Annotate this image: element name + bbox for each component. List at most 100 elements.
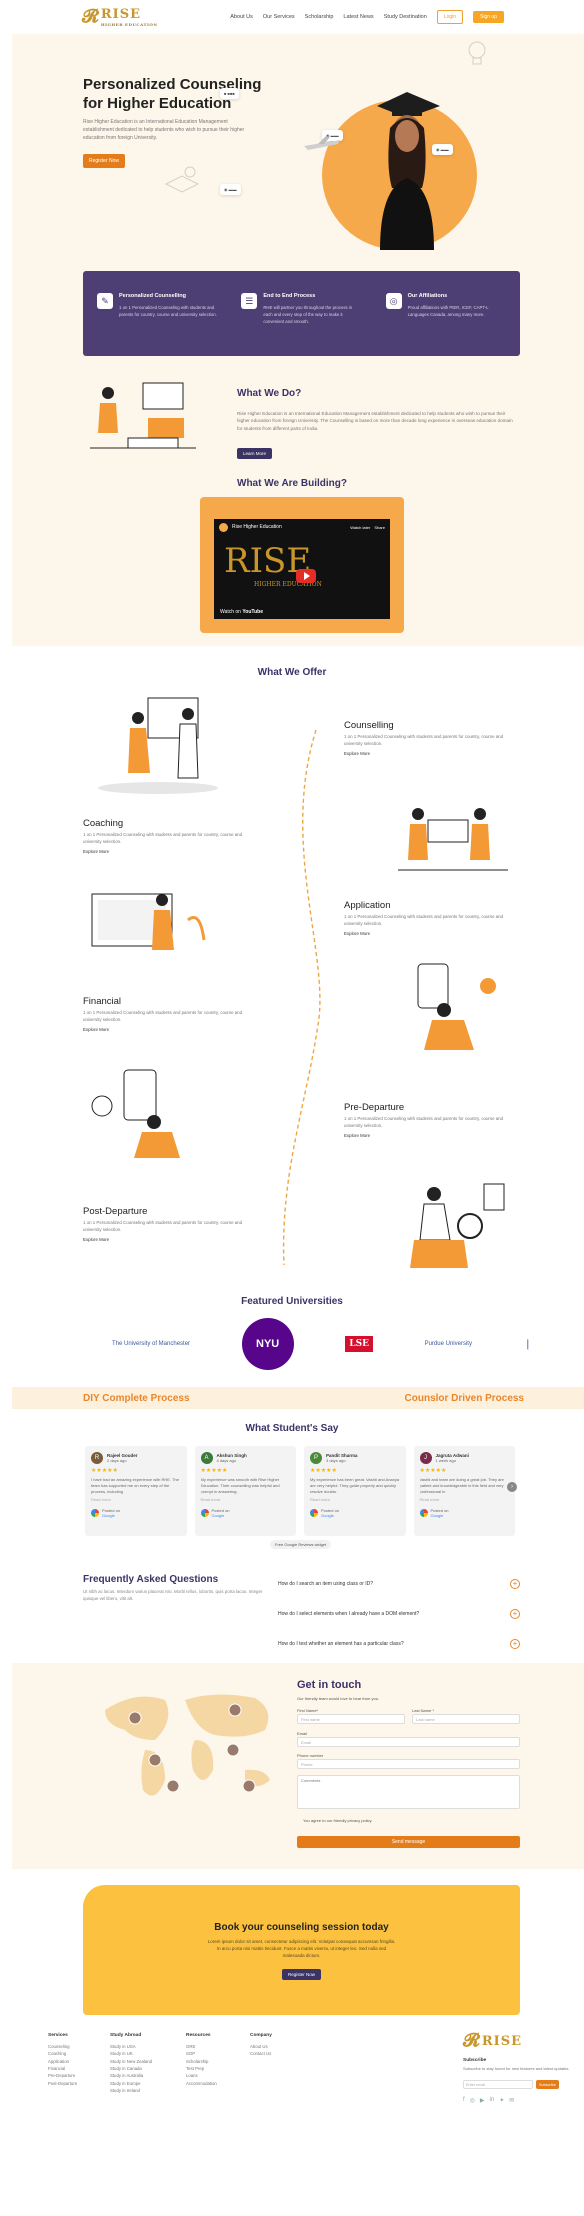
read-more-link[interactable]: Read more bbox=[310, 1497, 330, 1502]
footer-link[interactable]: Accommodation bbox=[186, 2080, 217, 2086]
carousel-next-icon[interactable]: › bbox=[507, 1482, 517, 1492]
footer-link[interactable]: Study in Ireland bbox=[110, 2087, 140, 2093]
send-message-button[interactable]: Send message bbox=[297, 1836, 520, 1848]
review-text: Vashti and team are doing a great job. T… bbox=[419, 1477, 504, 1494]
offer-title: Post-Departure bbox=[83, 1206, 148, 1217]
phone-input[interactable]: Phone bbox=[297, 1759, 520, 1769]
footer-link[interactable]: Contact Us bbox=[250, 2051, 272, 2057]
read-more-link[interactable]: Read more bbox=[200, 1497, 221, 1502]
twitter-icon[interactable]: ✦ bbox=[499, 2098, 505, 2104]
footer-link[interactable]: Study in Australia bbox=[110, 2073, 144, 2079]
mail-icon[interactable]: ✉ bbox=[509, 2098, 515, 2104]
offer-desc: 1 on 1 Personalized Counseling with stud… bbox=[83, 1220, 243, 1232]
footer-logo-word: RISE bbox=[481, 2033, 522, 2049]
linkedin-icon[interactable]: in bbox=[489, 2097, 495, 2103]
footer-link[interactable]: About Us bbox=[250, 2044, 268, 2050]
footer-link[interactable]: GRE bbox=[186, 2044, 196, 2050]
university-nyu[interactable]: NYU bbox=[241, 1318, 294, 1370]
last-name-input[interactable]: Last name bbox=[412, 1714, 520, 1724]
faq-question[interactable]: How do I test whether an element has a p… bbox=[278, 1639, 520, 1649]
explore-more-link[interactable]: Explore More bbox=[344, 1133, 371, 1139]
reviews-title: What Student's Say bbox=[245, 1423, 339, 1434]
youtube-text: YouTube bbox=[242, 609, 263, 615]
plus-icon[interactable]: + bbox=[510, 1579, 520, 1589]
counsellor-process-label[interactable]: Counslor Driven Process bbox=[404, 1392, 524, 1404]
footer-link[interactable]: Study in Europe bbox=[110, 2080, 141, 2086]
instagram-icon[interactable]: ◎ bbox=[469, 2098, 475, 2104]
newsletter-email-input[interactable]: Enter email bbox=[463, 2080, 533, 2089]
learn-more-button[interactable]: Learn More bbox=[237, 448, 273, 459]
first-name-input[interactable]: First name bbox=[297, 1714, 405, 1724]
explore-more-link[interactable]: Explore More bbox=[344, 931, 371, 937]
featured-universities-title: Featured Universities bbox=[241, 1296, 343, 1307]
footer-link[interactable]: Study in New Zealand bbox=[110, 2058, 153, 2064]
faq-question[interactable]: How do I search an item using class or I… bbox=[278, 1579, 520, 1589]
nav-scholarship[interactable]: Scholarship bbox=[304, 14, 334, 20]
what-we-do-title: What We Do? bbox=[237, 388, 302, 399]
nav-about-us[interactable]: About Us bbox=[230, 14, 253, 20]
footer-link[interactable]: Counseling bbox=[48, 2044, 70, 2050]
feature-desc: 1 on 1 Personalized Counseling with stud… bbox=[119, 305, 217, 317]
footer-link[interactable]: Study in UK bbox=[110, 2051, 133, 2057]
explore-more-link[interactable]: Explore More bbox=[83, 1237, 110, 1243]
footer-link[interactable]: Loans bbox=[186, 2073, 198, 2079]
watch-later-button[interactable]: Watch later bbox=[350, 524, 371, 530]
feature-title: Our Affiliations bbox=[407, 293, 448, 299]
site-logo[interactable]: 𝓡 RISE HIGHER EDUCATION bbox=[82, 7, 158, 27]
privacy-agree[interactable]: You agree to our friendly privacy policy… bbox=[303, 1818, 373, 1823]
footer-link[interactable]: Scholarship bbox=[186, 2058, 209, 2064]
faq-title: Frequently Asked Questions bbox=[83, 1574, 219, 1585]
footer-link[interactable]: Study in Canada bbox=[110, 2066, 142, 2072]
trust-badge[interactable]: Free Google Reviews widget bbox=[270, 1540, 332, 1549]
read-more-link[interactable]: Read more bbox=[91, 1497, 111, 1502]
play-icon[interactable] bbox=[296, 569, 316, 583]
facebook-icon[interactable]: f bbox=[463, 2097, 465, 2103]
subscribe-button[interactable]: Subscribe bbox=[536, 2080, 559, 2089]
top-navbar: 𝓡 RISE HIGHER EDUCATION About Us Our Ser… bbox=[0, 0, 584, 34]
university-manchester[interactable]: The University of Manchester bbox=[112, 1341, 191, 1347]
teacher-illustration bbox=[90, 382, 196, 449]
youtube-icon[interactable]: ▶ bbox=[479, 2098, 485, 2104]
nav-links: About Us Our Services Scholarship Latest… bbox=[230, 10, 504, 24]
share-button[interactable]: Share bbox=[374, 524, 385, 530]
footer-link[interactable]: Post-Departure bbox=[48, 2080, 78, 2086]
read-more-link[interactable]: Read more bbox=[419, 1497, 440, 1502]
footer-link[interactable]: SOP bbox=[186, 2051, 196, 2057]
nav-latest-news[interactable]: Latest News bbox=[343, 14, 374, 20]
review-time: 1 week ago bbox=[435, 1458, 456, 1463]
hero-register-button[interactable]: Register Now bbox=[83, 154, 126, 168]
hero-float-card-3: ◉ ▬▬ bbox=[432, 144, 453, 155]
footer-link[interactable]: Test Prep bbox=[186, 2066, 205, 2072]
footer-link[interactable]: Coaching bbox=[48, 2051, 67, 2057]
video-card: Rise Higher Education Watch later Share … bbox=[200, 497, 404, 633]
cta-register-button[interactable]: Register Now bbox=[281, 1969, 321, 1981]
footer-link[interactable]: Application bbox=[48, 2058, 70, 2064]
watch-on-youtube[interactable]: Watch on YouTube bbox=[220, 609, 263, 615]
plus-icon[interactable]: + bbox=[510, 1609, 520, 1619]
posted-on: Posted on bbox=[211, 1508, 230, 1513]
signup-button[interactable]: Sign up bbox=[473, 11, 504, 23]
diy-process-label[interactable]: DIY Complete Process bbox=[83, 1392, 190, 1404]
nav-our-services[interactable]: Our Services bbox=[262, 14, 295, 20]
login-button[interactable]: Login bbox=[436, 10, 464, 24]
faq-question[interactable]: How do I select elements when I already … bbox=[278, 1609, 520, 1619]
explore-more-link[interactable]: Explore More bbox=[344, 751, 371, 757]
university-lse[interactable]: LSE bbox=[345, 1336, 373, 1352]
university-purdue[interactable]: Purdue University bbox=[424, 1341, 472, 1347]
youtube-embed[interactable]: Rise Higher Education Watch later Share … bbox=[214, 519, 390, 619]
plus-icon[interactable]: + bbox=[510, 1639, 520, 1649]
nav-study-destination[interactable]: Study Destination bbox=[383, 14, 427, 20]
explore-more-link[interactable]: Explore More bbox=[83, 849, 110, 855]
explore-more-link[interactable]: Explore More bbox=[83, 1027, 110, 1033]
footer-col-services: Services Counseling Coaching Application… bbox=[48, 2032, 77, 2087]
footer-logo[interactable]: 𝓡 RISE bbox=[463, 2032, 573, 2050]
reviewer-name: Jagruta Adwani bbox=[435, 1453, 469, 1458]
footer-link[interactable]: Financial bbox=[48, 2066, 66, 2072]
footer-link[interactable]: Study in USA bbox=[110, 2044, 136, 2050]
offer-title: Coaching bbox=[83, 818, 124, 829]
footer-link[interactable]: Pre-Departure bbox=[48, 2073, 76, 2079]
comments-textarea[interactable]: Comments bbox=[297, 1775, 520, 1809]
email-input[interactable]: Email bbox=[297, 1737, 520, 1747]
carousel-next-icon[interactable]: ❘ bbox=[523, 1338, 532, 1350]
